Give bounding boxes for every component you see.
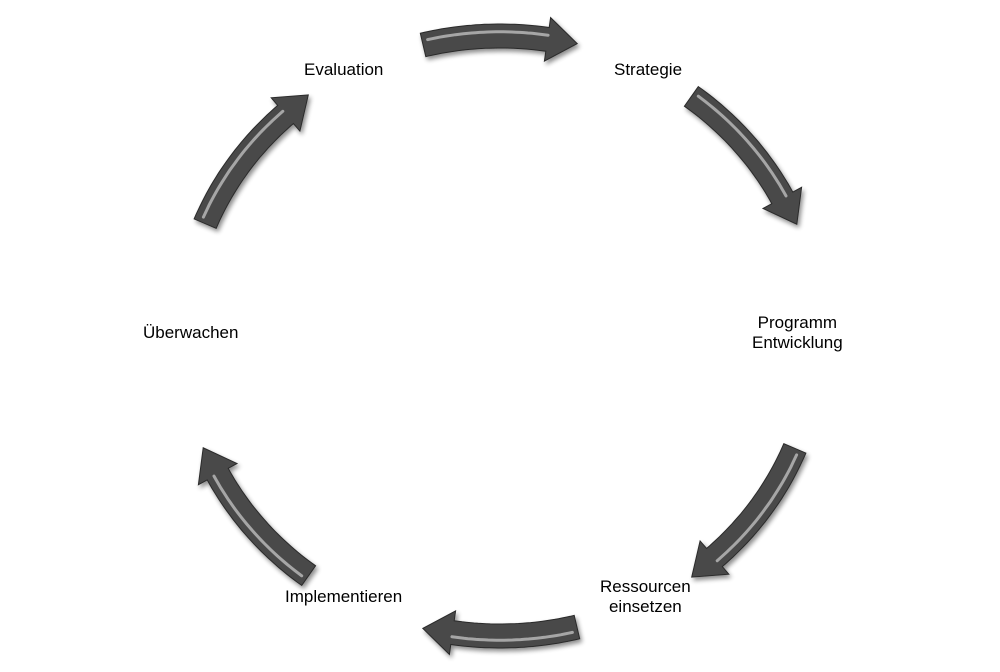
arrow-implementieren-to-ueberwachen	[197, 447, 317, 587]
step-label-evaluation: Evaluation	[304, 60, 384, 79]
arrow-strategie-to-programm	[683, 85, 803, 225]
arrow-highlight	[212, 474, 304, 578]
arrow-body	[683, 85, 803, 225]
arrow-highlight	[715, 453, 799, 563]
arrow-body	[419, 16, 579, 63]
arrow-body	[691, 443, 807, 578]
arrow-highlight	[426, 30, 550, 42]
arrow-ressourcen-to-implementieren	[421, 609, 581, 656]
step-label-strategie: Strategie	[614, 60, 683, 79]
arrow-highlight	[201, 109, 285, 219]
arrow-body	[193, 94, 309, 229]
arrow-evaluation-to-strategie	[419, 16, 579, 63]
arrow-body	[197, 447, 317, 587]
arrow-highlight	[696, 94, 788, 198]
arrow-highlight	[450, 630, 574, 642]
arrow-body	[421, 609, 581, 656]
arrow-ueberwachen-to-evaluation	[193, 94, 309, 229]
arrow-programm-to-ressourcen	[691, 443, 807, 578]
step-label-ueberwachen: Überwachen	[143, 323, 239, 342]
step-label-implementieren: Implementieren	[285, 587, 403, 606]
